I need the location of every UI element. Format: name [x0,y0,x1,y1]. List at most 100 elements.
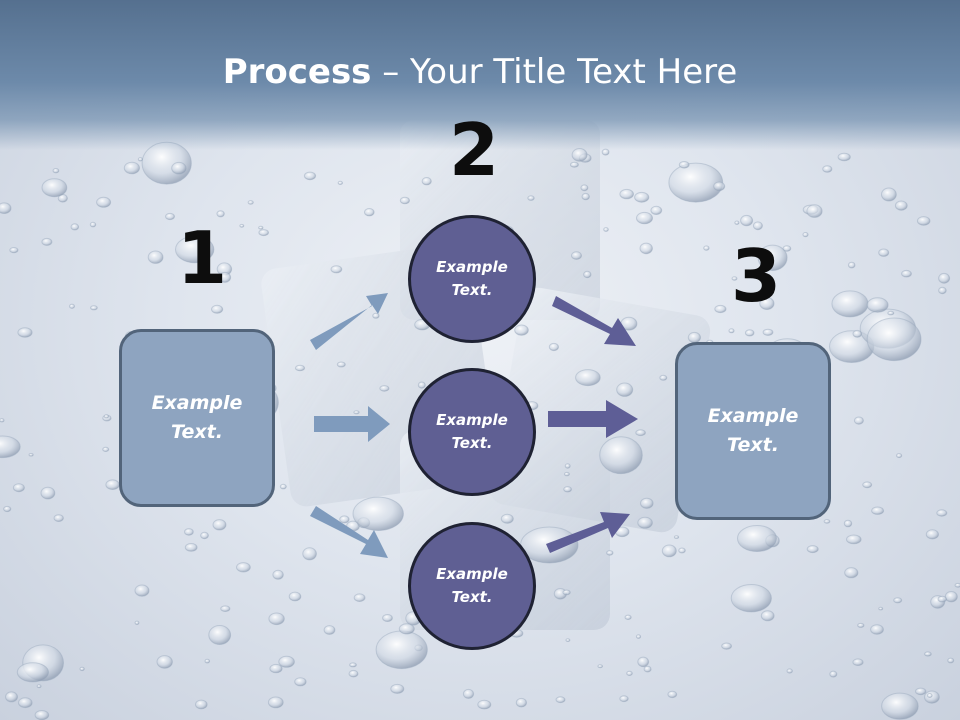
water-droplet [220,605,231,613]
circle-bottom-text: Example Text. [436,565,508,606]
water-droplet [853,416,864,425]
water-droplet [236,562,251,573]
water-droplet [575,369,601,387]
water-droplet [757,244,788,271]
step-number-2: 2 [449,108,500,192]
water-droplet [862,481,873,489]
water-droplet [563,471,570,477]
water-droplet [619,188,635,200]
water-droplet [650,205,663,215]
water-droplet [643,665,652,673]
water-droplet [0,202,12,214]
water-droplet [102,446,110,452]
water-droplet [829,670,838,678]
title-bar [0,0,960,150]
water-droplet [165,212,175,221]
water-droplet [134,584,150,597]
water-droplet [938,286,947,295]
water-droplet [303,171,317,181]
water-droplet [837,152,851,162]
water-droplet [268,612,285,626]
water-droplet [668,162,724,203]
water-droplet [744,329,755,337]
water-droplet [53,514,64,522]
water-droplet [640,497,654,509]
water-droplet [390,683,405,694]
water-droplet [258,225,264,230]
left-step-text: Example Text. [151,392,243,443]
water-droplet [527,195,535,201]
water-droplet [564,463,571,469]
water-droplet [212,519,227,531]
water-droplet [734,220,740,225]
water-droplet [806,545,819,554]
water-droplet [515,697,528,708]
water-droplet [852,329,863,338]
water-droplet [41,237,53,246]
water-droplet [28,453,34,457]
arrow-middle-left [314,406,390,442]
arrow-lower-right [546,512,630,553]
arrow-middle-right [548,400,638,438]
water-droplet [204,658,211,664]
water-droplet [288,591,302,602]
left-step-box: Example Text. [119,329,275,507]
water-droplet [713,181,726,192]
water-droplet [9,247,19,254]
water-droplet [634,191,650,203]
water-droplet [806,204,823,218]
water-droplet [637,656,650,668]
water-droplet [239,223,245,228]
title-rest: – Your Title Text Here [371,52,738,92]
water-droplet [269,663,283,674]
water-droplet [0,418,5,423]
water-droplet [16,662,50,683]
water-droplet [925,529,940,540]
water-droplet [721,642,732,650]
water-droplet [96,196,112,208]
water-droplet [52,168,60,174]
circle-top: Example Text. [408,215,536,343]
circle-middle-text: Example Text. [436,411,508,452]
water-droplet [624,614,632,620]
water-droplet [258,229,270,237]
water-droplet [916,216,931,226]
water-droplet [216,210,225,218]
water-droplet [731,276,738,281]
water-droplet [703,245,710,251]
water-droplet [352,496,404,531]
water-droplet [752,221,763,231]
water-droplet [673,535,680,539]
arrow-lower-left [310,506,388,558]
water-droplet [477,699,492,710]
water-droplet [637,516,653,529]
water-droplet [871,506,885,515]
water-droplet [279,483,287,490]
water-droplet [728,328,735,334]
water-droplet [580,184,589,192]
water-droplet [926,693,933,698]
water-droplet [843,519,853,528]
water-droplet [881,187,897,202]
water-droplet [954,582,960,588]
water-droplet [200,531,209,540]
water-droplet [924,651,932,657]
water-droplet [339,515,350,524]
step-number-3: 3 [731,234,782,318]
water-droplet [762,328,774,336]
water-droplet [786,668,793,674]
water-droplet [678,161,690,169]
water-droplet [562,589,571,596]
water-droplet [616,382,634,397]
water-droplet [878,606,884,611]
water-droplet [156,655,173,669]
water-droplet [5,691,18,703]
water-droplet [70,223,80,231]
water-droplet [822,165,833,173]
water-droplet [364,208,375,217]
water-droplet [171,161,187,175]
water-droplet [737,525,777,552]
water-droplet [57,194,68,203]
water-droplet [175,235,215,264]
